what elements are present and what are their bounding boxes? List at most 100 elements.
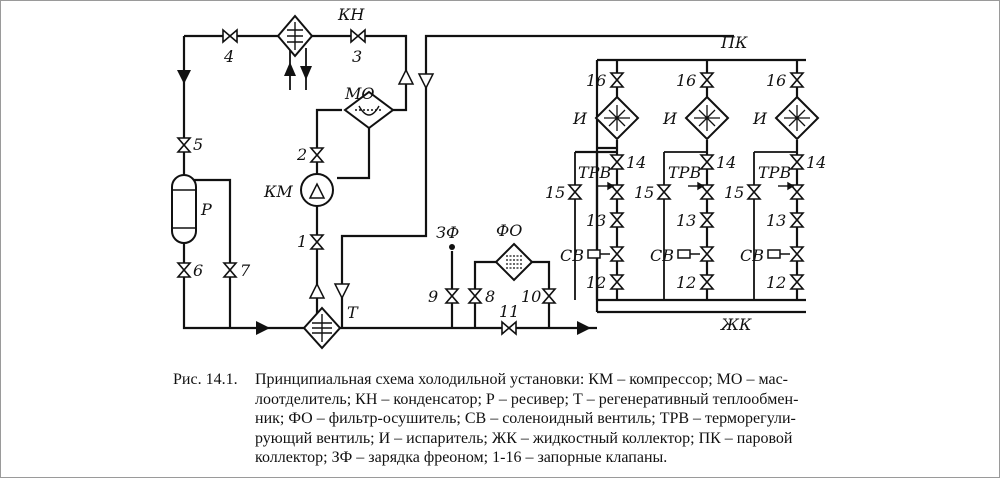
label-valve-12-a: 12 <box>586 273 606 292</box>
label-valve-12-c: 12 <box>766 273 786 292</box>
valve-13-a <box>610 212 624 228</box>
solenoid-valve-c <box>790 246 804 262</box>
label-valve-12-b: 12 <box>676 273 696 292</box>
receiver <box>171 174 197 244</box>
label-heat-exchanger: Т <box>347 303 359 322</box>
valve-16-a <box>610 72 624 88</box>
label-solenoid-1: СВ <box>560 246 584 265</box>
label-trv-1: ТРВ <box>578 163 611 182</box>
label-valve-1: 1 <box>297 232 307 251</box>
label-valve-14-a: 14 <box>626 153 646 172</box>
filter-dryer <box>494 242 534 282</box>
valve-12-c <box>790 274 804 290</box>
valve-13-c <box>790 212 804 228</box>
label-evaporator-3: И <box>752 109 768 128</box>
valve-2 <box>310 147 324 163</box>
label-filter-dryer: ФО <box>496 221 522 240</box>
valve-8 <box>468 288 482 304</box>
valve-13-b <box>700 212 714 228</box>
valve-12-b <box>700 274 714 290</box>
label-valve-14-b: 14 <box>716 153 736 172</box>
valve-4 <box>222 29 238 43</box>
valve-14-b <box>700 154 714 170</box>
label-oil-separator: МО <box>344 84 375 103</box>
caption-line: лоотделитель; КН – конденсатор; Р – реси… <box>255 390 799 408</box>
solenoid-valve-a <box>610 246 624 262</box>
valve-10 <box>542 288 556 304</box>
valve-12-a <box>610 274 624 290</box>
valve-9 <box>445 288 459 304</box>
water-in-arrow <box>284 62 296 76</box>
evaporator-1 <box>594 95 640 141</box>
freon-charge-port <box>449 244 455 250</box>
label-valve-13-b: 13 <box>676 211 696 230</box>
caption-line: рующий вентиль; И – испаритель; ЖК – жид… <box>255 429 793 447</box>
label-valve-11: 11 <box>499 302 519 321</box>
label-evaporator-1: И <box>572 109 588 128</box>
label-valve-16-c: 16 <box>766 71 786 90</box>
label-trv-3: ТРВ <box>758 163 791 182</box>
valve-15-b <box>657 184 671 200</box>
label-valve-15-c: 15 <box>724 183 744 202</box>
label-freon-charge: ЗФ <box>436 223 459 242</box>
caption-line: коллектор; ЗФ – зарядка фреоном; 1-16 – … <box>255 449 668 466</box>
trv-c <box>790 184 804 200</box>
trv-sensing-arrows <box>598 181 795 191</box>
label-evaporator-2: И <box>662 109 678 128</box>
valve-14-c <box>790 154 804 170</box>
figure-number: Рис. 14.1. <box>173 371 238 388</box>
valve-16-b <box>700 72 714 88</box>
evaporator-2 <box>684 95 730 141</box>
solenoid-valve-b <box>700 246 714 262</box>
valve-3 <box>350 29 366 43</box>
valve-15-c <box>747 184 761 200</box>
oil-separator <box>343 90 395 130</box>
valve-7 <box>223 262 237 278</box>
solenoid-coils <box>587 249 790 259</box>
label-valve-13-a: 13 <box>586 211 606 230</box>
condenser <box>276 14 314 58</box>
label-valve-16-a: 16 <box>586 71 606 90</box>
diagram-labels: КН МО КМ Р Т ЗФ ФО ПК ЖК И И И ТРВ ТРВ Т… <box>193 5 826 334</box>
label-valve-15-a: 15 <box>545 183 565 202</box>
valve-11 <box>501 321 517 335</box>
compressor <box>300 173 334 207</box>
label-solenoid-2: СВ <box>650 246 674 265</box>
refrigeration-schematic: КН МО КМ Р Т ЗФ ФО ПК ЖК И И И ТРВ ТРВ Т… <box>171 5 826 350</box>
label-valve-4: 4 <box>223 47 234 66</box>
label-solenoid-3: СВ <box>740 246 764 265</box>
caption-line: Принципиальная схема холодильной установ… <box>255 371 789 388</box>
valve-15-a <box>568 184 582 200</box>
label-valve-14-c: 14 <box>806 153 826 172</box>
label-condenser: КН <box>337 5 365 24</box>
label-valve-16-b: 16 <box>676 71 696 90</box>
label-valve-10: 10 <box>521 287 541 306</box>
trv-b <box>700 184 714 200</box>
branch-bypass-lines <box>289 48 797 300</box>
valve-1 <box>310 234 324 250</box>
flow-arrows <box>177 68 591 335</box>
label-valve-8: 8 <box>485 287 495 306</box>
caption-text: Принципиальная схема холодильной установ… <box>255 370 887 468</box>
valve-14-a <box>610 154 624 170</box>
label-vapor-collector: ПК <box>720 33 748 52</box>
valve-16-c <box>790 72 804 88</box>
label-receiver: Р <box>200 200 212 219</box>
label-valve-3: 3 <box>352 47 362 66</box>
valve-6 <box>177 262 191 278</box>
evaporator-3 <box>774 95 820 141</box>
label-valve-5: 5 <box>193 135 203 154</box>
caption-line: ник; ФО – фильтр-осушитель; СВ – соленои… <box>255 410 796 427</box>
label-compressor: КМ <box>263 182 293 201</box>
water-out-arrow <box>300 66 312 80</box>
heat-exchanger <box>302 306 342 350</box>
label-liquid-collector: ЖК <box>720 315 752 334</box>
label-valve-9: 9 <box>428 287 438 306</box>
label-trv-2: ТРВ <box>668 163 701 182</box>
label-valve-7: 7 <box>240 261 251 280</box>
valve-5 <box>177 137 191 153</box>
label-valve-13-c: 13 <box>766 211 786 230</box>
trv-a <box>610 184 624 200</box>
label-valve-6: 6 <box>193 261 203 280</box>
